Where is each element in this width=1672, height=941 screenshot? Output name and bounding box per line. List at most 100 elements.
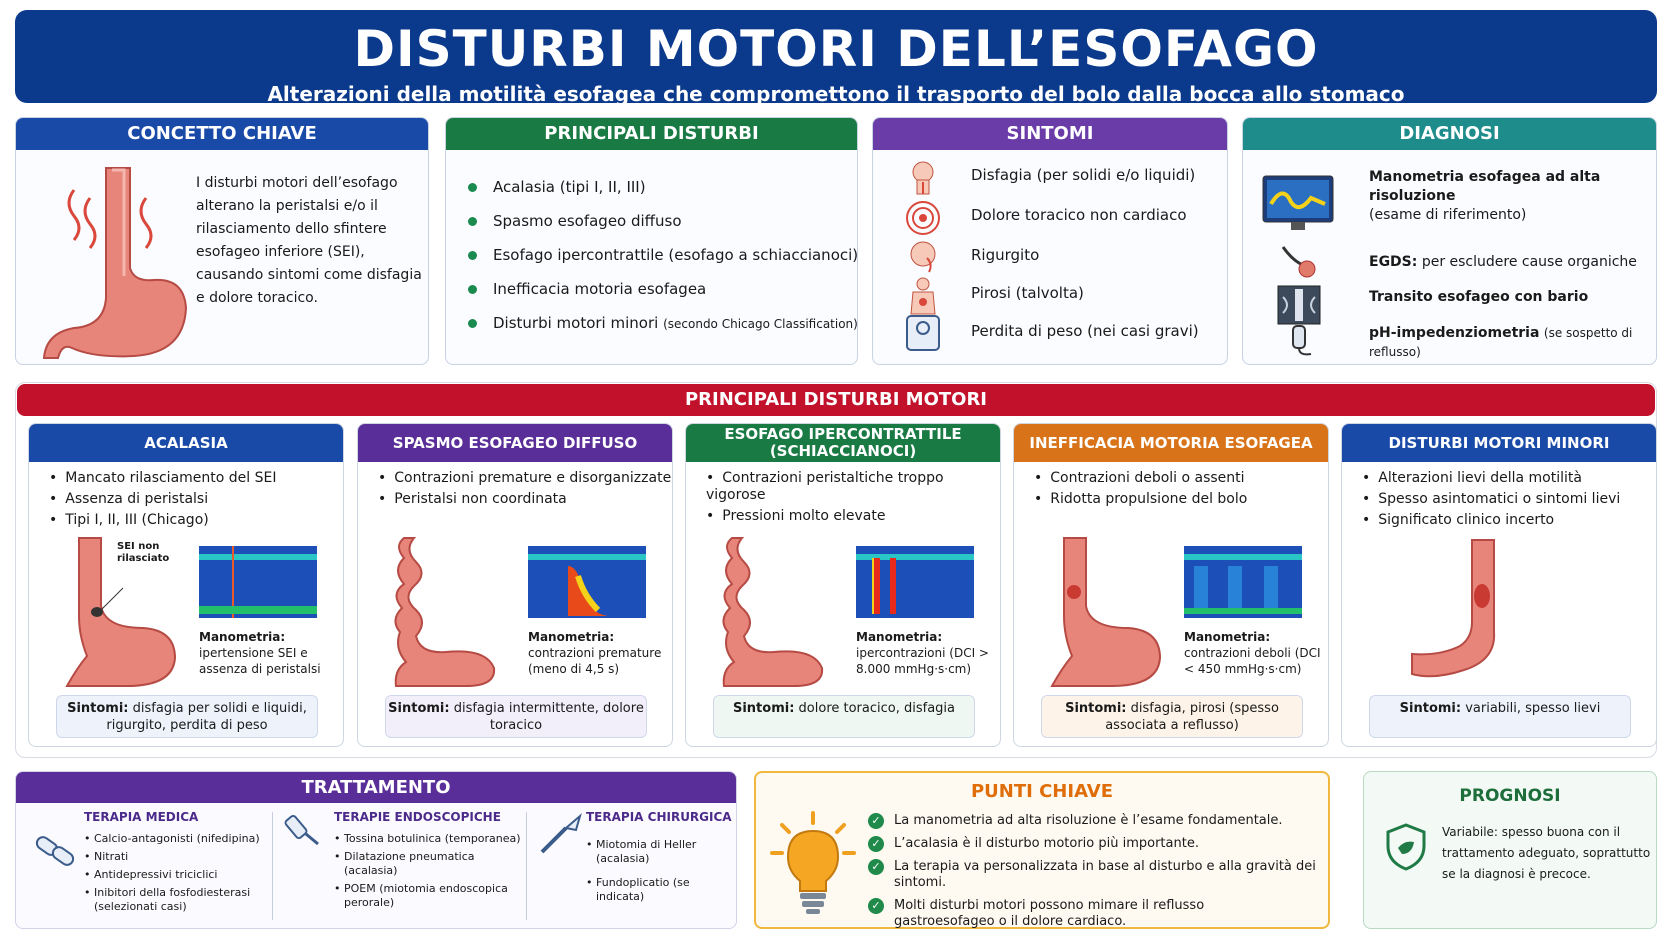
treatment-col-surgical: TERAPIA CHIRURGICA Miotomia di Heller (a…: [586, 810, 736, 908]
disorder-title: INEFFICACIA MOTORIA ESOFAGEA: [1014, 424, 1328, 462]
manometry-caption: Manometria:contrazioni deboli (DCI < 450…: [1184, 630, 1321, 676]
main-disorders-title: PRINCIPALI DISTURBI: [446, 118, 857, 150]
divider: [526, 812, 527, 920]
list-item: Contrazioni deboli o assenti: [1034, 470, 1247, 487]
page-title: DISTURBI MOTORI DELL’ESOFAGO: [353, 20, 1319, 78]
xray-icon: [1277, 285, 1321, 325]
disorder-symptoms: Sintomi: variabili, spesso lievi: [1369, 695, 1631, 738]
regurgitation-icon: [910, 241, 936, 273]
shield-icon: [1386, 823, 1426, 871]
list-item: Nitrati: [84, 850, 274, 864]
list-item: Disturbi motori minori (secondo Chicago …: [468, 306, 857, 341]
list-item: Assenza di peristalsi: [49, 491, 276, 508]
prognosis-card: PROGNOSI Variabile: spesso buona con il …: [1363, 771, 1657, 929]
list-item: Esofago ipercontrattile (esofago a schia…: [468, 238, 857, 272]
prognosis-title: PROGNOSI: [1459, 786, 1561, 806]
esophagus-stomach-icon: [42, 167, 188, 359]
symptoms-card: SINTOMI Disfagia (per solidi e/o liquidi…: [872, 117, 1228, 365]
list-item: Ridotta propulsione del bolo: [1034, 491, 1247, 508]
scale-icon: [906, 315, 940, 351]
key-points-list: ✓La manometria ad alta risoluzione è l’e…: [868, 813, 1328, 937]
disorders-band-title: PRINCIPALI DISTURBI MOTORI: [17, 384, 1655, 416]
treatment-col-medical: TERAPIA MEDICA Calcio-antagonisti (nifed…: [84, 810, 274, 918]
symptom-item: Pirosi (talvolta): [903, 276, 1227, 315]
list-item: ✓L’acalasia è il disturbo motorio più im…: [868, 836, 1328, 852]
symptom-item: Disfagia (per solidi e/o liquidi): [903, 158, 1227, 195]
list-item: Tipi I, II, III (Chicago): [49, 512, 276, 529]
disorder-card: DISTURBI MOTORI MINORIAlterazioni lievi …: [1341, 423, 1657, 747]
disorder-bullets: Mancato rilasciamento del SEI Assenza di …: [49, 470, 276, 533]
list-item: Inibitori della fosfodiesterasi (selezio…: [84, 886, 274, 914]
check-icon: ✓: [868, 859, 884, 875]
pills-icon: [35, 836, 75, 866]
esophagus-illustration: [65, 537, 177, 687]
disorder-card: SPASMO ESOFAGEO DIFFUSO Contrazioni prema…: [357, 423, 673, 747]
throat-icon: [912, 161, 934, 195]
bullet-dot: [468, 251, 477, 260]
manometry-caption: Manometria:ipertensione SEI e assenza di…: [199, 630, 321, 676]
target-icon: [906, 201, 940, 235]
concept-title: CONCETTO CHIAVE: [16, 118, 428, 150]
endoscope-icon: [284, 814, 319, 846]
check-icon: ✓: [868, 898, 884, 914]
list-item: POEM (miotomia endoscopica perorale): [334, 882, 524, 910]
manometry-caption: Manometria:ipercontrazioni (DCI > 8.000 …: [856, 630, 989, 676]
list-item: Peristalsi non coordinata: [378, 491, 671, 508]
bullet-dot: [468, 285, 477, 294]
manometry-plot: [1184, 546, 1302, 618]
bullet-dot: [468, 217, 477, 226]
monitor-icon: [1262, 175, 1334, 230]
concept-text: I disturbi motori dell’esofago alterano …: [196, 175, 422, 306]
symptom-item: Rigurgito: [903, 238, 1227, 274]
bullet-dot: [468, 183, 477, 192]
page-header: DISTURBI MOTORI DELL’ESOFAGO Alterazioni…: [15, 10, 1657, 106]
esophagus-illustration: [394, 537, 496, 687]
annotation-label: SEI non rilasciato: [117, 541, 170, 564]
disorder-title: SPASMO ESOFAGEO DIFFUSO: [358, 424, 672, 462]
list-item: Pressioni molto elevate: [706, 508, 1000, 525]
manometry-caption: Manometria:contrazioni premature (meno d…: [528, 630, 662, 676]
list-item: Miotomia di Heller (acalasia): [586, 838, 736, 866]
esophagus-illustration: [1411, 539, 1496, 678]
disorder-symptoms: Sintomi: disfagia intermittente, dolore …: [385, 695, 647, 738]
page-subtitle: Alterazioni della motilità esofagea che …: [267, 82, 1405, 106]
treatment-col-endoscopic: TERAPIE ENDOSCOPICHE Tossina botulinica …: [334, 810, 524, 914]
symptom-item: Dolore toracico non cardiaco: [903, 198, 1227, 235]
list-item: Contrazioni premature e disorganizzate: [378, 470, 671, 487]
list-item: ✓La manometria ad alta risoluzione è l’e…: [868, 813, 1328, 829]
list-item: Tossina botulinica (temporanea): [334, 832, 524, 846]
divider: [272, 812, 273, 920]
list-item: ✓La terapia va personalizzata in base al…: [868, 859, 1328, 891]
list-item: Significato clinico incerto: [1362, 512, 1620, 529]
lightbulb-icon: [770, 811, 856, 914]
disorder-title: ACALASIA: [29, 424, 343, 462]
disorder-card: ACALASIA Mancato rilasciamento del SEI Ass…: [28, 423, 344, 747]
heartburn-icon: [910, 277, 936, 315]
diagnosis-card: DIAGNOSI Manometria esofagea ad alta ris…: [1242, 117, 1657, 365]
main-disorders-card: PRINCIPALI DISTURBI Acalasia (tipi I, II…: [445, 117, 858, 365]
disorder-card: INEFFICACIA MOTORIA ESOFAGEA Contrazioni …: [1013, 423, 1329, 747]
prognosis-text: Variabile: spesso buona con il trattamen…: [1442, 825, 1651, 881]
list-item: Mancato rilasciamento del SEI: [49, 470, 276, 487]
key-points-title: PUNTI CHIAVE: [970, 781, 1114, 802]
disorder-symptoms: Sintomi: disfagia per solidi e liquidi, …: [56, 695, 318, 738]
list-item: Fundoplicatio (se indicata): [586, 876, 736, 904]
treatment-card: TRATTAMENTO TERAPIA MEDICA Calcio-antago…: [15, 771, 737, 929]
list-item: Acalasia (tipi I, II, III): [468, 170, 857, 204]
symptom-item: Perdita di peso (nei casi gravi): [903, 314, 1227, 351]
disorder-bullets: Contrazioni peristaltiche troppo vigoros…: [706, 470, 1000, 529]
esophagus-illustration: [1050, 537, 1162, 687]
disorder-title: ESOFAGO IPERCONTRATTILE (SCHIACCIANOCI): [686, 424, 1000, 462]
concept-card: CONCETTO CHIAVE I disturbi motori dell’e…: [15, 117, 429, 365]
disorder-bullets: Contrazioni premature e disorganizzatePe…: [378, 470, 671, 512]
manometry-plot: [199, 546, 317, 618]
treatment-title: TRATTAMENTO: [16, 772, 736, 803]
bullet-dot: [468, 319, 477, 328]
main-disorders-list: Acalasia (tipi I, II, III) Spasmo esofag…: [468, 170, 857, 341]
disorder-symptoms: Sintomi: dolore toracico, disfagia: [713, 695, 975, 738]
list-item: Spasmo esofageo diffuso: [468, 204, 857, 238]
list-item: Spesso asintomatici o sintomi lievi: [1362, 491, 1620, 508]
check-icon: ✓: [868, 813, 884, 829]
disorder-bullets: Alterazioni lievi della motilitàSpesso a…: [1362, 470, 1620, 533]
manometry-plot: [856, 546, 974, 618]
